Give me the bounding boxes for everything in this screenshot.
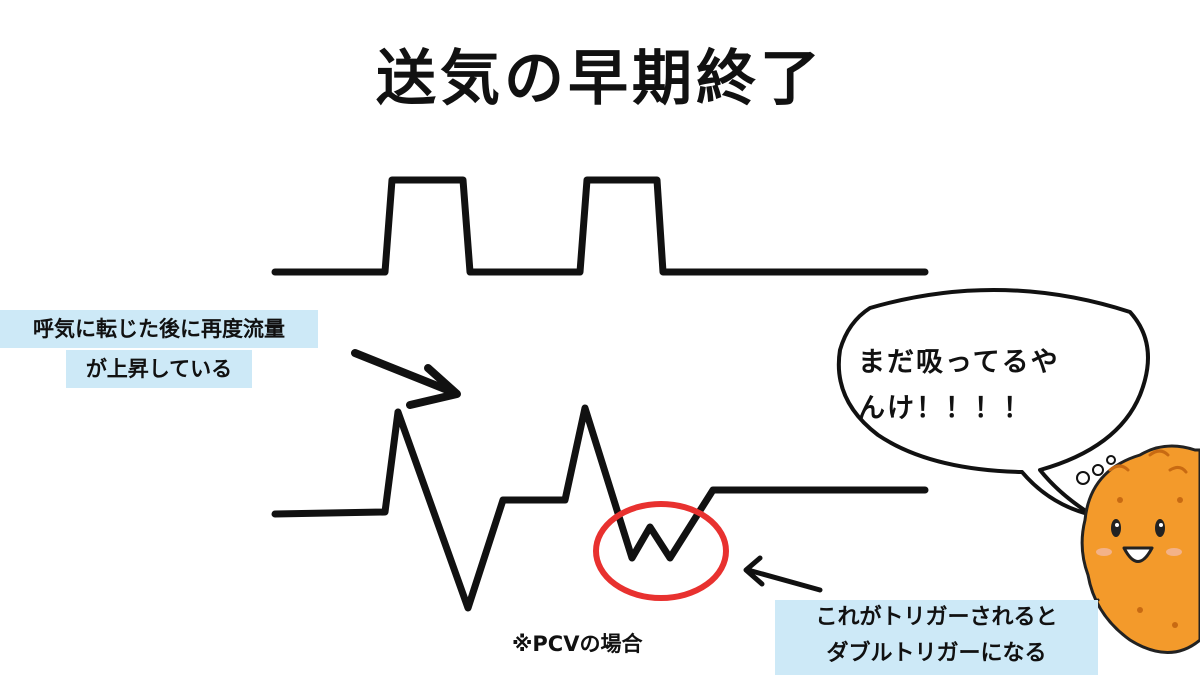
page-title: 送気の早期終了 xyxy=(376,44,824,114)
callout-double-trigger: これがトリガーされると ダブルトリガーになる xyxy=(775,600,1098,675)
speech-line2: んけ！！！！ xyxy=(858,393,1032,424)
mascot-icon xyxy=(1080,444,1200,654)
callout-right-line1: これがトリガーされると xyxy=(815,605,1058,630)
pressure-waveform xyxy=(271,176,929,276)
callout-rise-after-exhalation: 呼気に転じた後に再度流量 が上昇している xyxy=(0,310,318,388)
callout-left-line2: が上昇している xyxy=(65,350,253,388)
callout-left-line1: 呼気に転じた後に再度流量 xyxy=(0,310,318,348)
highlight-circle xyxy=(593,501,729,601)
callout-right-line2: ダブルトリガーになる xyxy=(826,641,1047,666)
arrow-icon xyxy=(743,555,823,593)
speech-line1: まだ吸ってるや xyxy=(858,347,1060,378)
speech-bubble xyxy=(836,287,1150,517)
pcv-note: ※PCVの場合 xyxy=(512,632,643,656)
flow-waveform xyxy=(271,404,929,612)
speech-text: まだ吸ってるや んけ！！！！ xyxy=(858,340,1108,432)
arrow-icon xyxy=(351,349,461,409)
